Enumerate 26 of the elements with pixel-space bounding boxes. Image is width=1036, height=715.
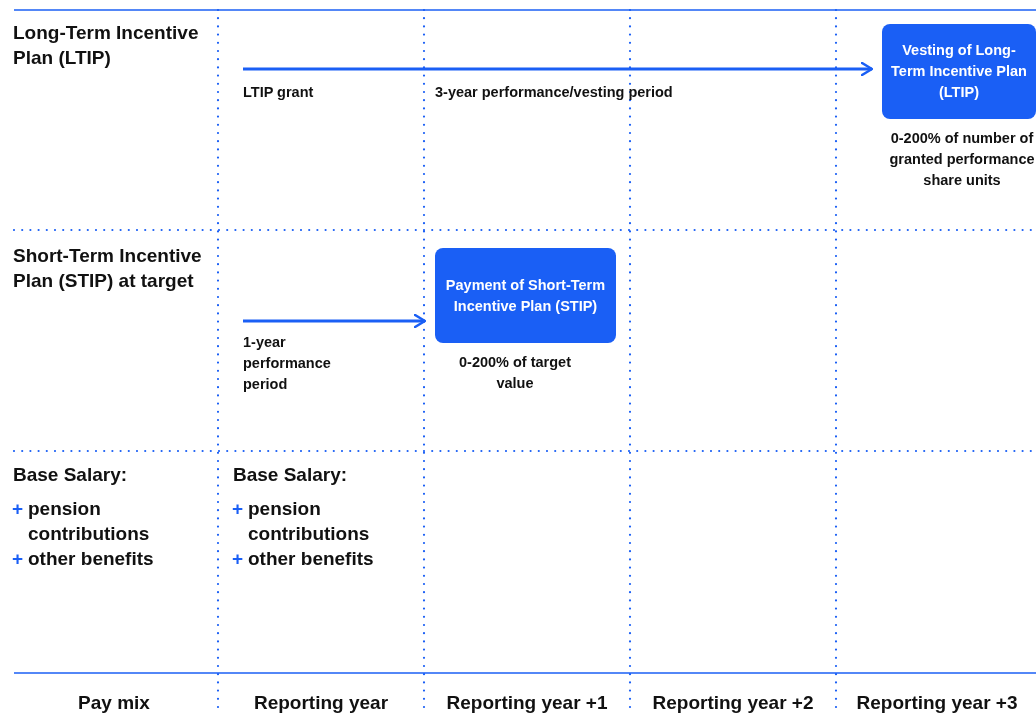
row-heading: Short-Term Incentive Plan (STIP) at target — [13, 244, 203, 293]
column-heading: Reporting year +2 — [651, 691, 815, 715]
column-heading: Reporting year +3 — [855, 691, 1019, 715]
plus-sign: + — [12, 497, 25, 521]
process-box — [435, 248, 616, 343]
list-item: other benefits — [28, 547, 155, 571]
box-label: Payment of Short-Term Incentive Plan (STIP) — [444, 275, 607, 316]
plus-sign: + — [232, 547, 245, 571]
note-text: 0-200% of target value — [458, 353, 572, 393]
column-heading: Reporting year — [252, 691, 390, 715]
plus-sign: + — [232, 497, 245, 521]
column-heading: Reporting year +1 — [445, 691, 609, 715]
row-heading: Base Salary: — [233, 463, 349, 487]
period-label: LTIP grant — [243, 83, 315, 102]
plus-sign: + — [12, 547, 25, 571]
box-label: Vesting of Long-Term Incentive Plan (LTIP) — [890, 41, 1028, 102]
period-label: 1-year performance period — [243, 333, 332, 394]
list-item: other benefits — [248, 547, 375, 571]
column-heading: Pay mix — [77, 691, 151, 715]
process-box — [882, 24, 1036, 119]
note-text: 0-200% of number of granted performance share units — [888, 129, 1036, 190]
arrow — [243, 61, 874, 77]
row-heading: Base Salary: — [13, 463, 129, 487]
row-heading: Long-Term Incentive Plan (LTIP) — [13, 21, 200, 70]
period-label: 3-year performance/vesting period — [435, 83, 674, 102]
arrow — [243, 313, 427, 329]
